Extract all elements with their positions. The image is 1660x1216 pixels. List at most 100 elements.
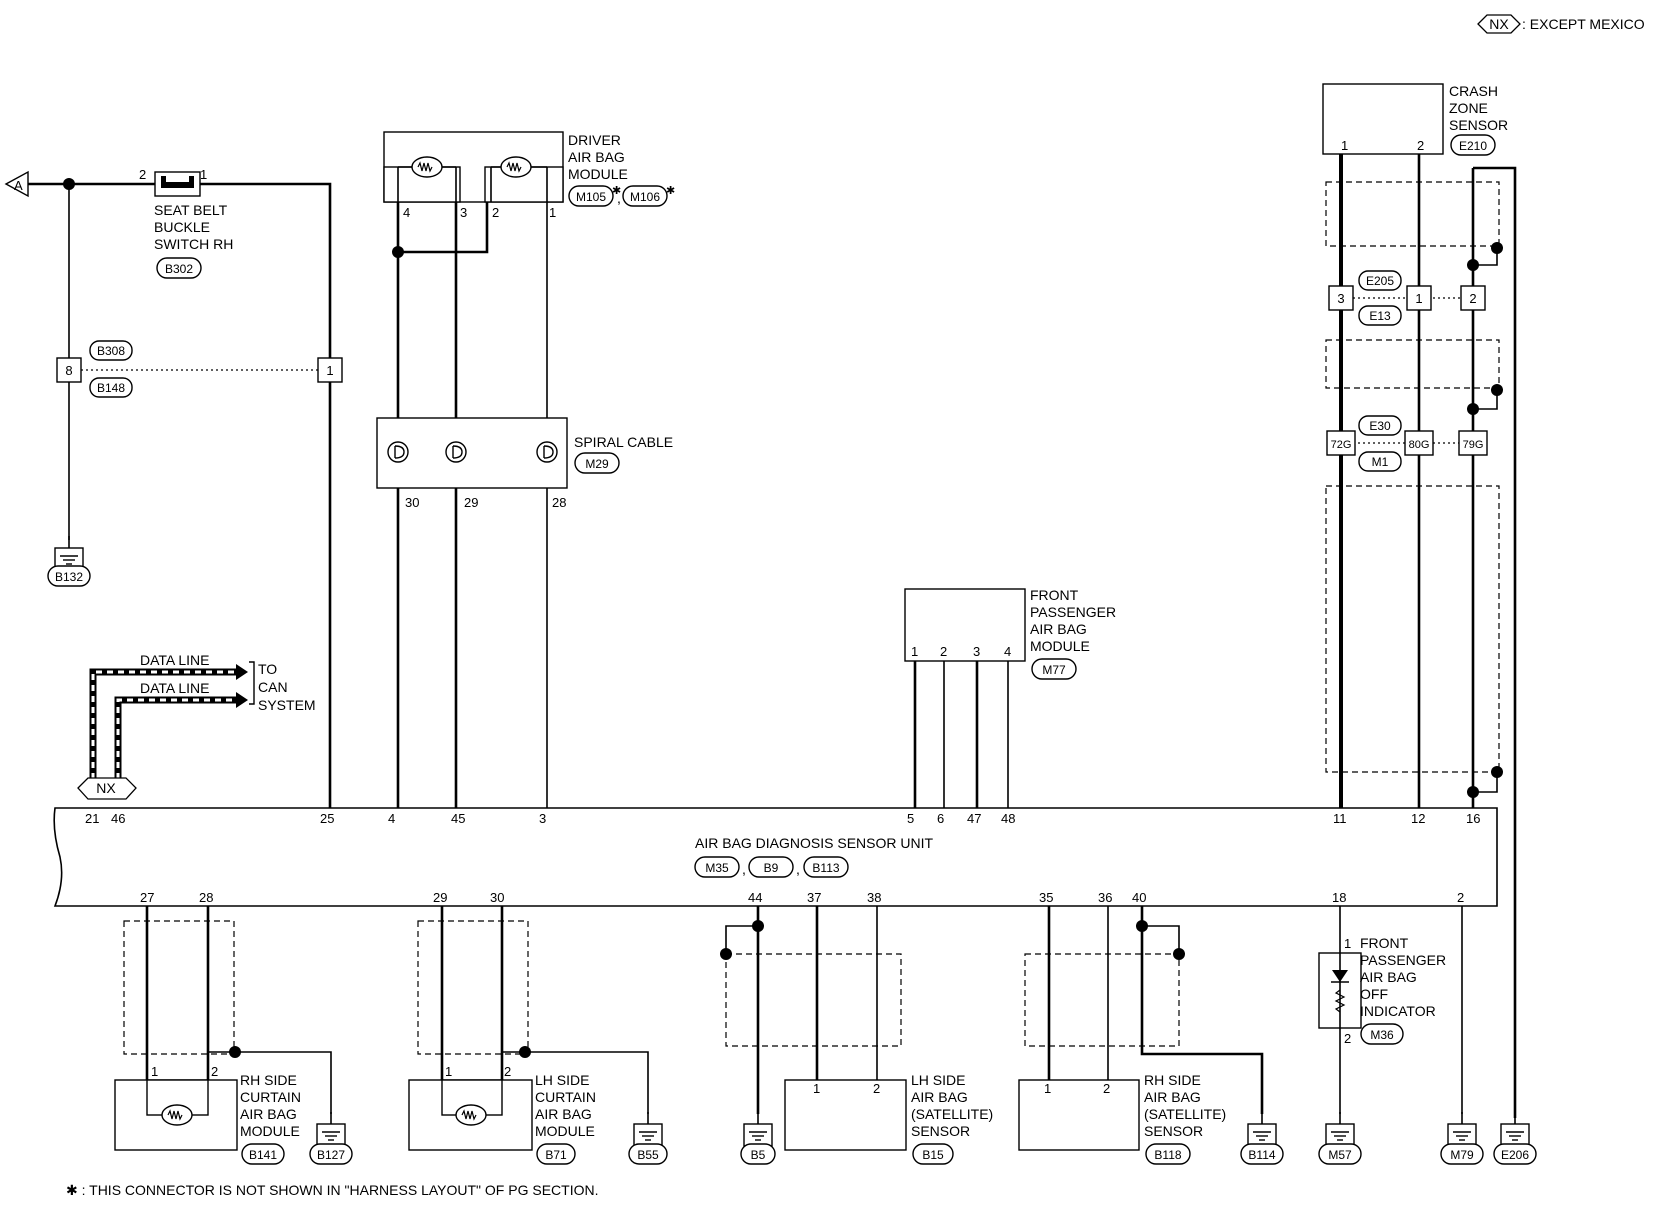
ground-b132: B132 [47,535,91,587]
svg-text:1: 1 [200,167,207,182]
svg-text:E30: E30 [1369,419,1391,433]
svg-text:SENSOR: SENSOR [1144,1123,1203,1139]
svg-text:25: 25 [320,811,334,826]
svg-text:3: 3 [460,205,467,220]
crash-zone-sensor: 1 2 CRASH ZONE SENSOR E210 [1322,83,1508,156]
svg-text:✱: ✱ [666,185,675,197]
svg-text:SENSOR: SENSOR [1449,117,1508,133]
svg-text:1: 1 [1344,936,1351,951]
svg-text:29: 29 [464,495,478,510]
svg-text:40: 40 [1132,890,1146,905]
svg-text:AIR BAG: AIR BAG [1030,621,1087,637]
svg-text:80G: 80G [1409,439,1430,451]
svg-text:A: A [14,178,23,193]
nx-legend-symbol [1477,14,1521,34]
svg-text:27: 27 [140,890,154,905]
data-line: DATA LINE DATA LINE TO CAN SYSTEM NX [77,652,316,800]
svg-text:AIR BAG: AIR BAG [911,1089,968,1105]
svg-text:CURTAIN: CURTAIN [535,1089,596,1105]
svg-text:M29: M29 [585,457,609,471]
svg-text:1: 1 [1341,138,1348,153]
svg-text:DRIVER: DRIVER [568,132,621,148]
svg-text:8: 8 [65,363,72,378]
svg-text:12: 12 [1411,811,1425,826]
svg-text:29: 29 [433,890,447,905]
ground-b5: B5 [740,1111,776,1165]
svg-text:21: 21 [85,811,99,826]
svg-text:2: 2 [940,644,947,659]
svg-text:45: 45 [451,811,465,826]
svg-text:2: 2 [1417,138,1424,153]
connector-a: A [4,170,29,198]
nx-hexagon [77,777,137,800]
svg-text:28: 28 [552,495,566,510]
svg-text:LH SIDE: LH SIDE [911,1072,965,1088]
svg-text:AIR BAG: AIR BAG [1144,1089,1201,1105]
svg-text:B15: B15 [922,1148,944,1162]
svg-text:30: 30 [490,890,504,905]
svg-text:1: 1 [813,1081,820,1096]
svg-text:AIR BAG: AIR BAG [568,149,625,165]
svg-text:DATA LINE: DATA LINE [140,652,210,668]
ground-m79: M79 [1440,1111,1484,1165]
svg-text:38: 38 [867,890,881,905]
svg-text:M77: M77 [1042,663,1066,677]
joint-connector-b308-b148: 8 1 B308 B148 [56,340,343,398]
svg-text:11: 11 [1333,811,1347,826]
svg-text:AIR BAG DIAGNOSIS SENSOR UNIT: AIR BAG DIAGNOSIS SENSOR UNIT [695,835,933,851]
svg-text:INDICATOR: INDICATOR [1360,1003,1436,1019]
svg-text:B5: B5 [751,1148,766,1162]
svg-text:SWITCH RH: SWITCH RH [154,236,233,252]
svg-text:AIR BAG: AIR BAG [535,1106,592,1122]
svg-text:SYSTEM: SYSTEM [258,697,316,713]
svg-text:CRASH: CRASH [1449,83,1498,99]
svg-text:2: 2 [1469,291,1476,306]
svg-text:B55: B55 [637,1148,659,1162]
svg-text:6: 6 [937,811,944,826]
svg-text:M36: M36 [1370,1028,1394,1042]
air-bag-diagnosis-sensor-unit: AIR BAG DIAGNOSIS SENSOR UNIT M35 , B9 ,… [53,807,1498,907]
svg-text:,: , [742,861,746,877]
svg-text:2: 2 [139,167,146,182]
ground-b127: B127 [309,1111,353,1165]
front-passenger-air-bag-off-indicator: 1 2 FRONT PASSENGER AIR BAG OFF INDICATO… [1318,935,1446,1046]
svg-text:M35: M35 [705,861,729,875]
svg-text:FRONT: FRONT [1030,587,1079,603]
svg-text:OFF: OFF [1360,986,1388,1002]
svg-text:MODULE: MODULE [240,1123,300,1139]
legend: NX : EXCEPT MEXICO [1477,14,1645,34]
svg-text:PASSENGER: PASSENGER [1360,952,1446,968]
svg-text:SPIRAL CABLE: SPIRAL CABLE [574,434,673,450]
svg-text:B141: B141 [249,1148,277,1162]
svg-text:3: 3 [973,644,980,659]
lh-side-air-bag-satellite-sensor: 1 2 LH SIDE AIR BAG (SATELLITE) SENSOR B… [784,1072,993,1165]
svg-text:B71: B71 [545,1148,567,1162]
ground-e206: E206 [1493,1111,1537,1165]
svg-text:48: 48 [1001,811,1015,826]
svg-text:4: 4 [388,811,395,826]
svg-text:AIR BAG: AIR BAG [240,1106,297,1122]
svg-text:FRONT: FRONT [1360,935,1409,951]
driver-air-bag-module: 4 3 2 1 DRIVER AIR BAG MODULE M105 ✱ , M… [383,131,675,220]
svg-text:CURTAIN: CURTAIN [240,1089,301,1105]
ground-b114: B114 [1240,1111,1284,1165]
svg-text:3: 3 [539,811,546,826]
svg-text:M79: M79 [1450,1148,1474,1162]
svg-text:44: 44 [748,890,762,905]
svg-text:4: 4 [1004,644,1011,659]
svg-text:,: , [617,190,621,206]
svg-text:B127: B127 [317,1148,345,1162]
svg-text:79G: 79G [1463,439,1484,451]
svg-text:MODULE: MODULE [568,166,628,182]
svg-text:TO: TO [258,661,277,677]
svg-text:B302: B302 [165,262,193,276]
svg-text:2: 2 [1457,890,1464,905]
joint-connector-e30-m1: 72G 80G 79G E30 M1 [1326,415,1488,472]
svg-text:2: 2 [492,205,499,220]
svg-text:B132: B132 [55,570,83,584]
svg-text:1: 1 [445,1064,452,1079]
svg-text:RH SIDE: RH SIDE [240,1072,297,1088]
svg-text:M106: M106 [630,190,660,204]
svg-text:E205: E205 [1366,274,1394,288]
front-passenger-air-bag-module: 1 2 3 4 FRONT PASSENGER AIR BAG MODULE M… [904,587,1116,680]
